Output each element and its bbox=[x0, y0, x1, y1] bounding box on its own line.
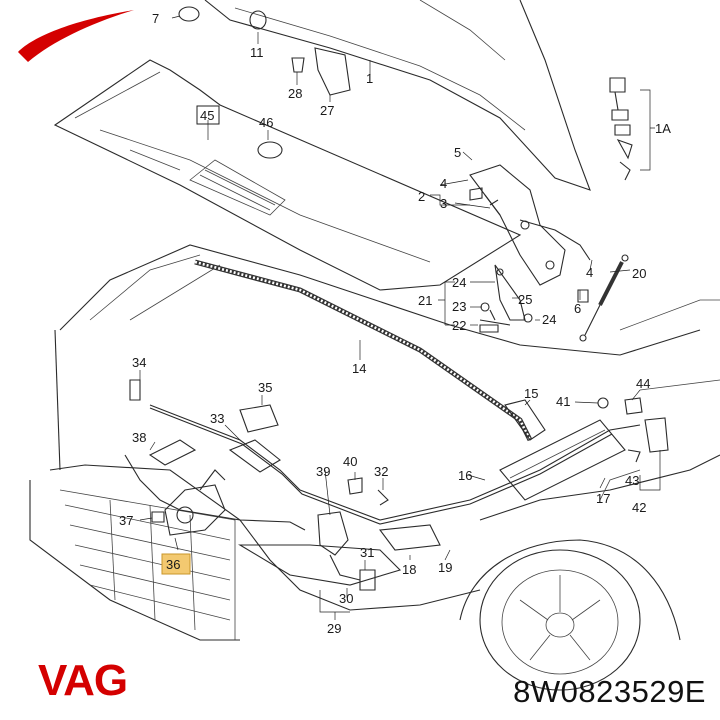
callout-30: 30 bbox=[339, 591, 353, 606]
callout-31: 31 bbox=[360, 545, 374, 560]
callout-46: 46 bbox=[259, 115, 273, 130]
seal-strip bbox=[378, 524, 441, 551]
callout-25: 25 bbox=[518, 292, 532, 307]
hinge-bracket bbox=[479, 264, 526, 326]
callout-44: 44 bbox=[636, 376, 650, 391]
mount-bracket bbox=[239, 404, 279, 433]
callout-32: 32 bbox=[374, 464, 388, 479]
callout-28: 28 bbox=[288, 86, 302, 101]
callout-43: 43 bbox=[625, 473, 639, 488]
callout-41: 41 bbox=[556, 394, 570, 409]
secondary-lock bbox=[317, 511, 376, 591]
grille bbox=[64, 499, 231, 631]
gas-strut bbox=[579, 254, 629, 342]
brand-swoosh-icon bbox=[18, 10, 134, 62]
callout-20: 20 bbox=[632, 266, 646, 281]
cable-guide bbox=[228, 439, 281, 473]
callout-21: 21 bbox=[418, 293, 432, 308]
callout-22: 22 bbox=[452, 318, 466, 333]
callout-labels: 7 11 1 28 27 1A 45 46 5 4 2 3 4 20 24 21… bbox=[119, 11, 671, 636]
callout-42: 42 bbox=[632, 500, 646, 515]
wheel bbox=[479, 549, 641, 691]
callout-37: 37 bbox=[119, 513, 133, 528]
callout-45: 45 bbox=[200, 108, 214, 123]
hood-hinge bbox=[469, 164, 591, 286]
callout-33: 33 bbox=[210, 411, 224, 426]
callout-16: 16 bbox=[458, 468, 472, 483]
callout-14: 14 bbox=[352, 361, 366, 376]
highlight-box bbox=[161, 553, 191, 575]
callout-box-45 bbox=[196, 105, 220, 125]
microswitch bbox=[624, 397, 669, 453]
callout-4b: 4 bbox=[586, 265, 593, 280]
release-handle bbox=[148, 439, 197, 466]
callout-35: 35 bbox=[258, 380, 272, 395]
callout-4a: 4 bbox=[440, 176, 447, 191]
callout-24b: 24 bbox=[542, 312, 556, 327]
callout-29: 29 bbox=[327, 621, 341, 636]
callout-1a: 1A bbox=[655, 121, 671, 136]
callout-38: 38 bbox=[132, 430, 146, 445]
part-number: 8W0823529E bbox=[513, 674, 706, 709]
callout-6: 6 bbox=[574, 301, 581, 316]
callout-11: 11 bbox=[250, 45, 264, 60]
small-fasteners bbox=[129, 6, 641, 523]
callout-5: 5 bbox=[454, 145, 461, 160]
rear-bracket bbox=[504, 399, 546, 441]
callout-34: 34 bbox=[132, 355, 146, 370]
callout-3: 3 bbox=[440, 196, 447, 211]
callout-40: 40 bbox=[343, 454, 357, 469]
hinge-bolts bbox=[469, 187, 589, 333]
hood-seal bbox=[194, 259, 533, 442]
callout-24a: 24 bbox=[452, 275, 466, 290]
side-trim bbox=[499, 419, 626, 501]
callout-1: 1 bbox=[366, 71, 373, 86]
brand-logo-text: VAG bbox=[38, 656, 128, 705]
callout-7: 7 bbox=[152, 11, 159, 26]
callout-19: 19 bbox=[438, 560, 452, 575]
release-cable bbox=[124, 404, 641, 531]
leader-lines bbox=[139, 15, 661, 620]
fastener-set bbox=[609, 77, 633, 181]
callout-23: 23 bbox=[452, 299, 466, 314]
hood-lock bbox=[164, 469, 226, 536]
callout-17: 17 bbox=[596, 491, 610, 506]
callout-27: 27 bbox=[320, 103, 334, 118]
callout-2: 2 bbox=[418, 189, 425, 204]
callout-39: 39 bbox=[316, 464, 330, 479]
callout-36: 36 bbox=[166, 557, 180, 572]
callout-15: 15 bbox=[524, 386, 538, 401]
car-body-outline bbox=[29, 0, 720, 691]
callout-18: 18 bbox=[402, 562, 416, 577]
